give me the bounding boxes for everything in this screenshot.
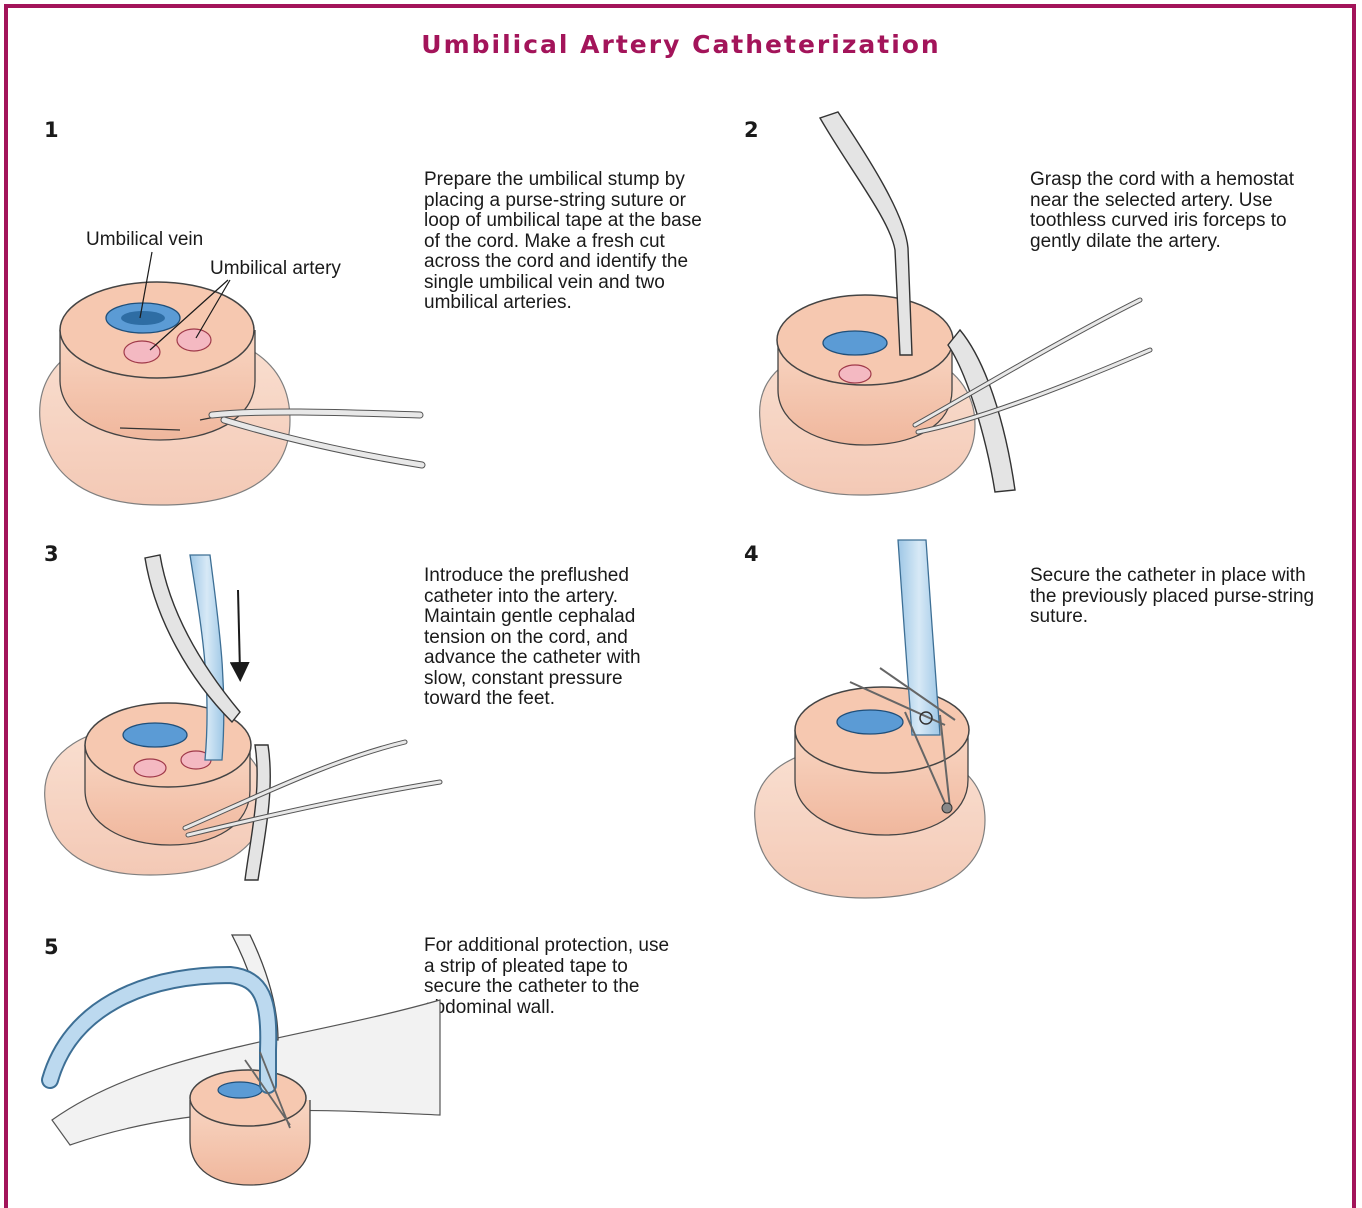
step-1-illustration xyxy=(40,252,422,505)
step-5-illustration xyxy=(50,935,440,1185)
step-4-illustration xyxy=(755,540,985,898)
step-3-illustration xyxy=(45,555,440,880)
step-2-illustration xyxy=(760,112,1150,495)
